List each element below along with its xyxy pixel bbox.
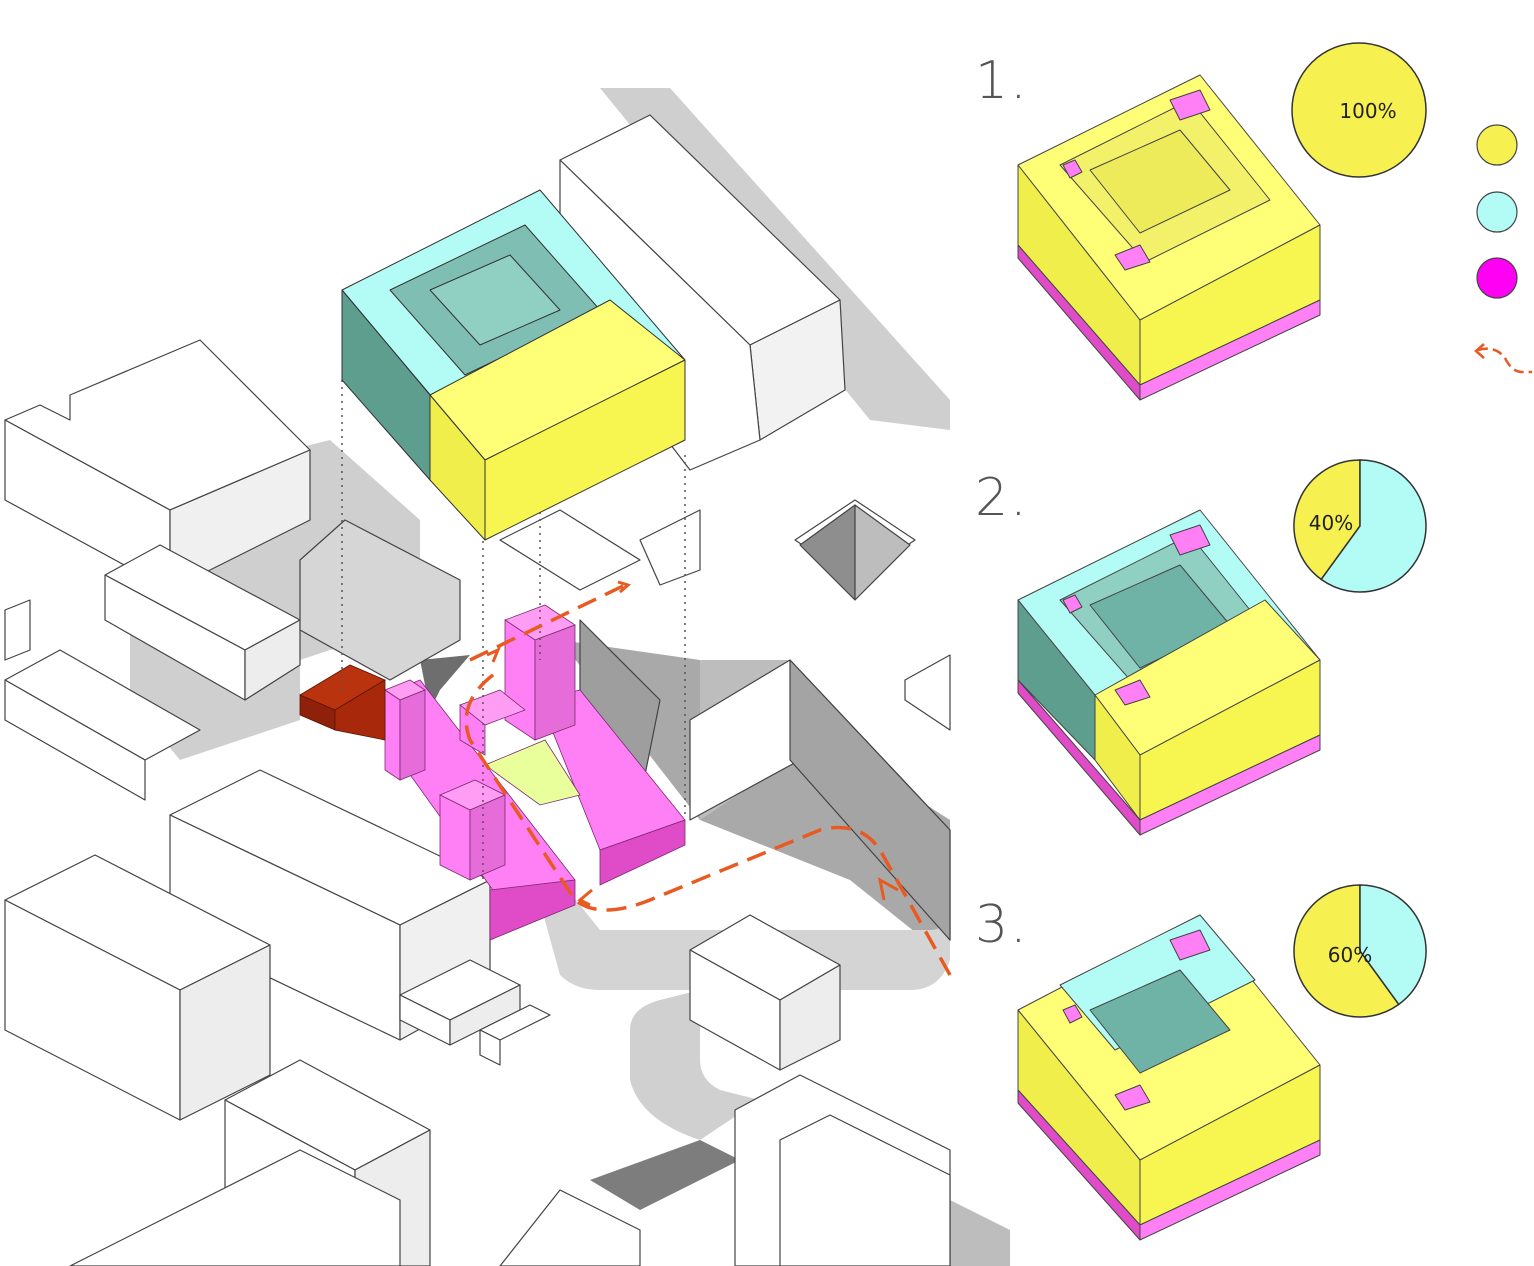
- pie-slice-yellow: [1293, 459, 1361, 581]
- option-2-pie-label: 40%: [1309, 511, 1353, 535]
- option-number-2: 2.: [975, 468, 1029, 528]
- option-2-pie: [1293, 459, 1427, 593]
- legend-magenta-circle: [1476, 257, 1518, 299]
- site-axonometric: [4, 88, 1010, 1266]
- pie-slice-yellow: [1291, 42, 1427, 178]
- context-buildings: [4, 114, 951, 1266]
- existing-brick-building: [299, 664, 386, 741]
- option-number-1: 1.: [975, 51, 1029, 111]
- path-arrows: [486, 580, 899, 907]
- legend-yellow-circle: [1476, 124, 1518, 166]
- option-1-pie: [1291, 42, 1427, 178]
- option-1-massing: [1017, 74, 1321, 401]
- options-panel: 1. 2. 3.: [975, 42, 1532, 1241]
- option-number-3: 3.: [975, 895, 1029, 955]
- pie-slice-yellow: [1293, 884, 1400, 1018]
- pie-slice-cyan: [1320, 459, 1427, 593]
- podium-retail: [359, 604, 686, 941]
- roads: [420, 655, 950, 1210]
- option-2-massing: [1017, 509, 1321, 836]
- legend-cyan-circle: [1476, 191, 1518, 233]
- legend: [1476, 124, 1518, 299]
- option-3-pie: [1293, 884, 1427, 1018]
- circulation-path: [464, 583, 952, 976]
- pie-slice-cyan: [1359, 884, 1427, 1006]
- option-3-pie-label: 60%: [1328, 943, 1372, 967]
- option-1-pie-label: 100%: [1339, 99, 1396, 123]
- option-3-massing: [1017, 914, 1321, 1241]
- proposed-volume: [341, 189, 686, 541]
- dashed-arrow-icon: [1474, 343, 1532, 374]
- projection-lines: [341, 380, 686, 880]
